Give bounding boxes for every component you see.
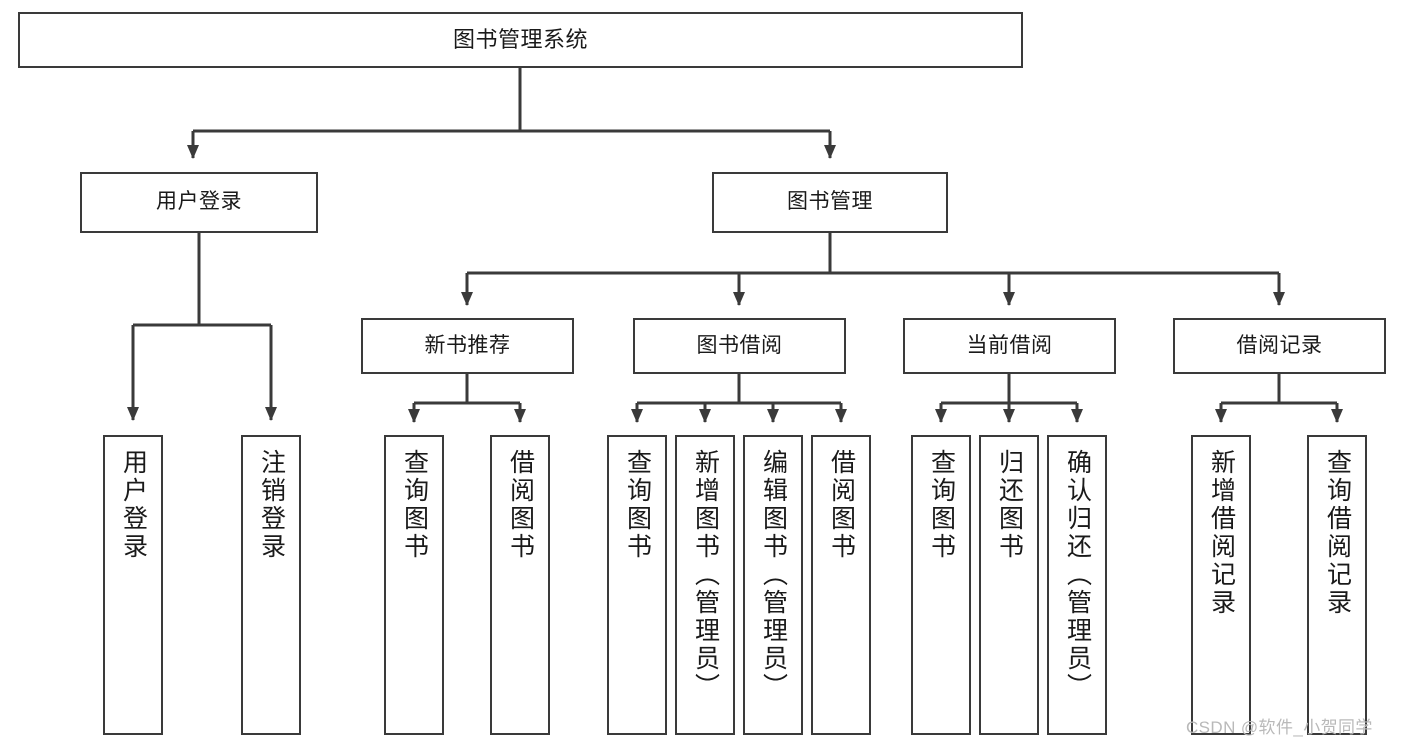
node-book-borrow[interactable]: 图书借阅 xyxy=(633,318,846,374)
node-label: 当前借阅 xyxy=(966,333,1053,357)
node-label: 借阅图书 xyxy=(506,449,535,561)
leaf-query-book-recommend[interactable]: 查询图书 xyxy=(384,435,444,735)
node-label: 新书推荐 xyxy=(424,333,511,357)
node-label: 图书管理系统 xyxy=(452,27,588,53)
leaf-add-book[interactable]: 新增图书（管理员） xyxy=(675,435,735,735)
node-label: 查询借阅记录 xyxy=(1323,449,1352,617)
node-label: 编辑图书（管理员） xyxy=(759,449,788,701)
node-label: 图书管理 xyxy=(787,190,873,214)
leaf-confirm-return[interactable]: 确认归还（管理员） xyxy=(1047,435,1107,735)
node-current-borrow[interactable]: 当前借阅 xyxy=(903,318,1116,374)
node-label: 借阅记录 xyxy=(1236,333,1323,357)
node-label: 归还图书 xyxy=(995,449,1024,561)
node-label: 查询图书 xyxy=(927,449,956,561)
node-label: 新增借阅记录 xyxy=(1207,449,1236,617)
node-root[interactable]: 图书管理系统 xyxy=(18,12,1023,68)
leaf-query-borrow-record[interactable]: 查询借阅记录 xyxy=(1307,435,1367,735)
node-label: 注销登录 xyxy=(257,449,286,561)
node-borrow-record[interactable]: 借阅记录 xyxy=(1173,318,1386,374)
node-label: 查询图书 xyxy=(400,449,429,561)
node-label: 新增图书（管理员） xyxy=(691,449,720,701)
leaf-user-login[interactable]: 用户登录 xyxy=(103,435,163,735)
leaf-borrow-book[interactable]: 借阅图书 xyxy=(811,435,871,735)
leaf-return-book[interactable]: 归还图书 xyxy=(979,435,1039,735)
node-user-login[interactable]: 用户登录 xyxy=(80,172,318,233)
watermark: CSDN @软件_小贺同学 xyxy=(1186,718,1373,737)
leaf-query-book-current[interactable]: 查询图书 xyxy=(911,435,971,735)
node-label: 借阅图书 xyxy=(827,449,856,561)
node-label: 用户登录 xyxy=(119,449,148,561)
node-label: 查询图书 xyxy=(623,449,652,561)
leaf-add-borrow-record[interactable]: 新增借阅记录 xyxy=(1191,435,1251,735)
leaf-borrow-book-recommend[interactable]: 借阅图书 xyxy=(490,435,550,735)
node-label: 用户登录 xyxy=(156,190,242,214)
node-new-book-recommend[interactable]: 新书推荐 xyxy=(361,318,574,374)
leaf-user-logout[interactable]: 注销登录 xyxy=(241,435,301,735)
leaf-edit-book[interactable]: 编辑图书（管理员） xyxy=(743,435,803,735)
node-book-manage[interactable]: 图书管理 xyxy=(712,172,948,233)
leaf-query-book-borrow[interactable]: 查询图书 xyxy=(607,435,667,735)
node-label: 图书借阅 xyxy=(696,333,783,357)
node-label: 确认归还（管理员） xyxy=(1063,449,1092,701)
